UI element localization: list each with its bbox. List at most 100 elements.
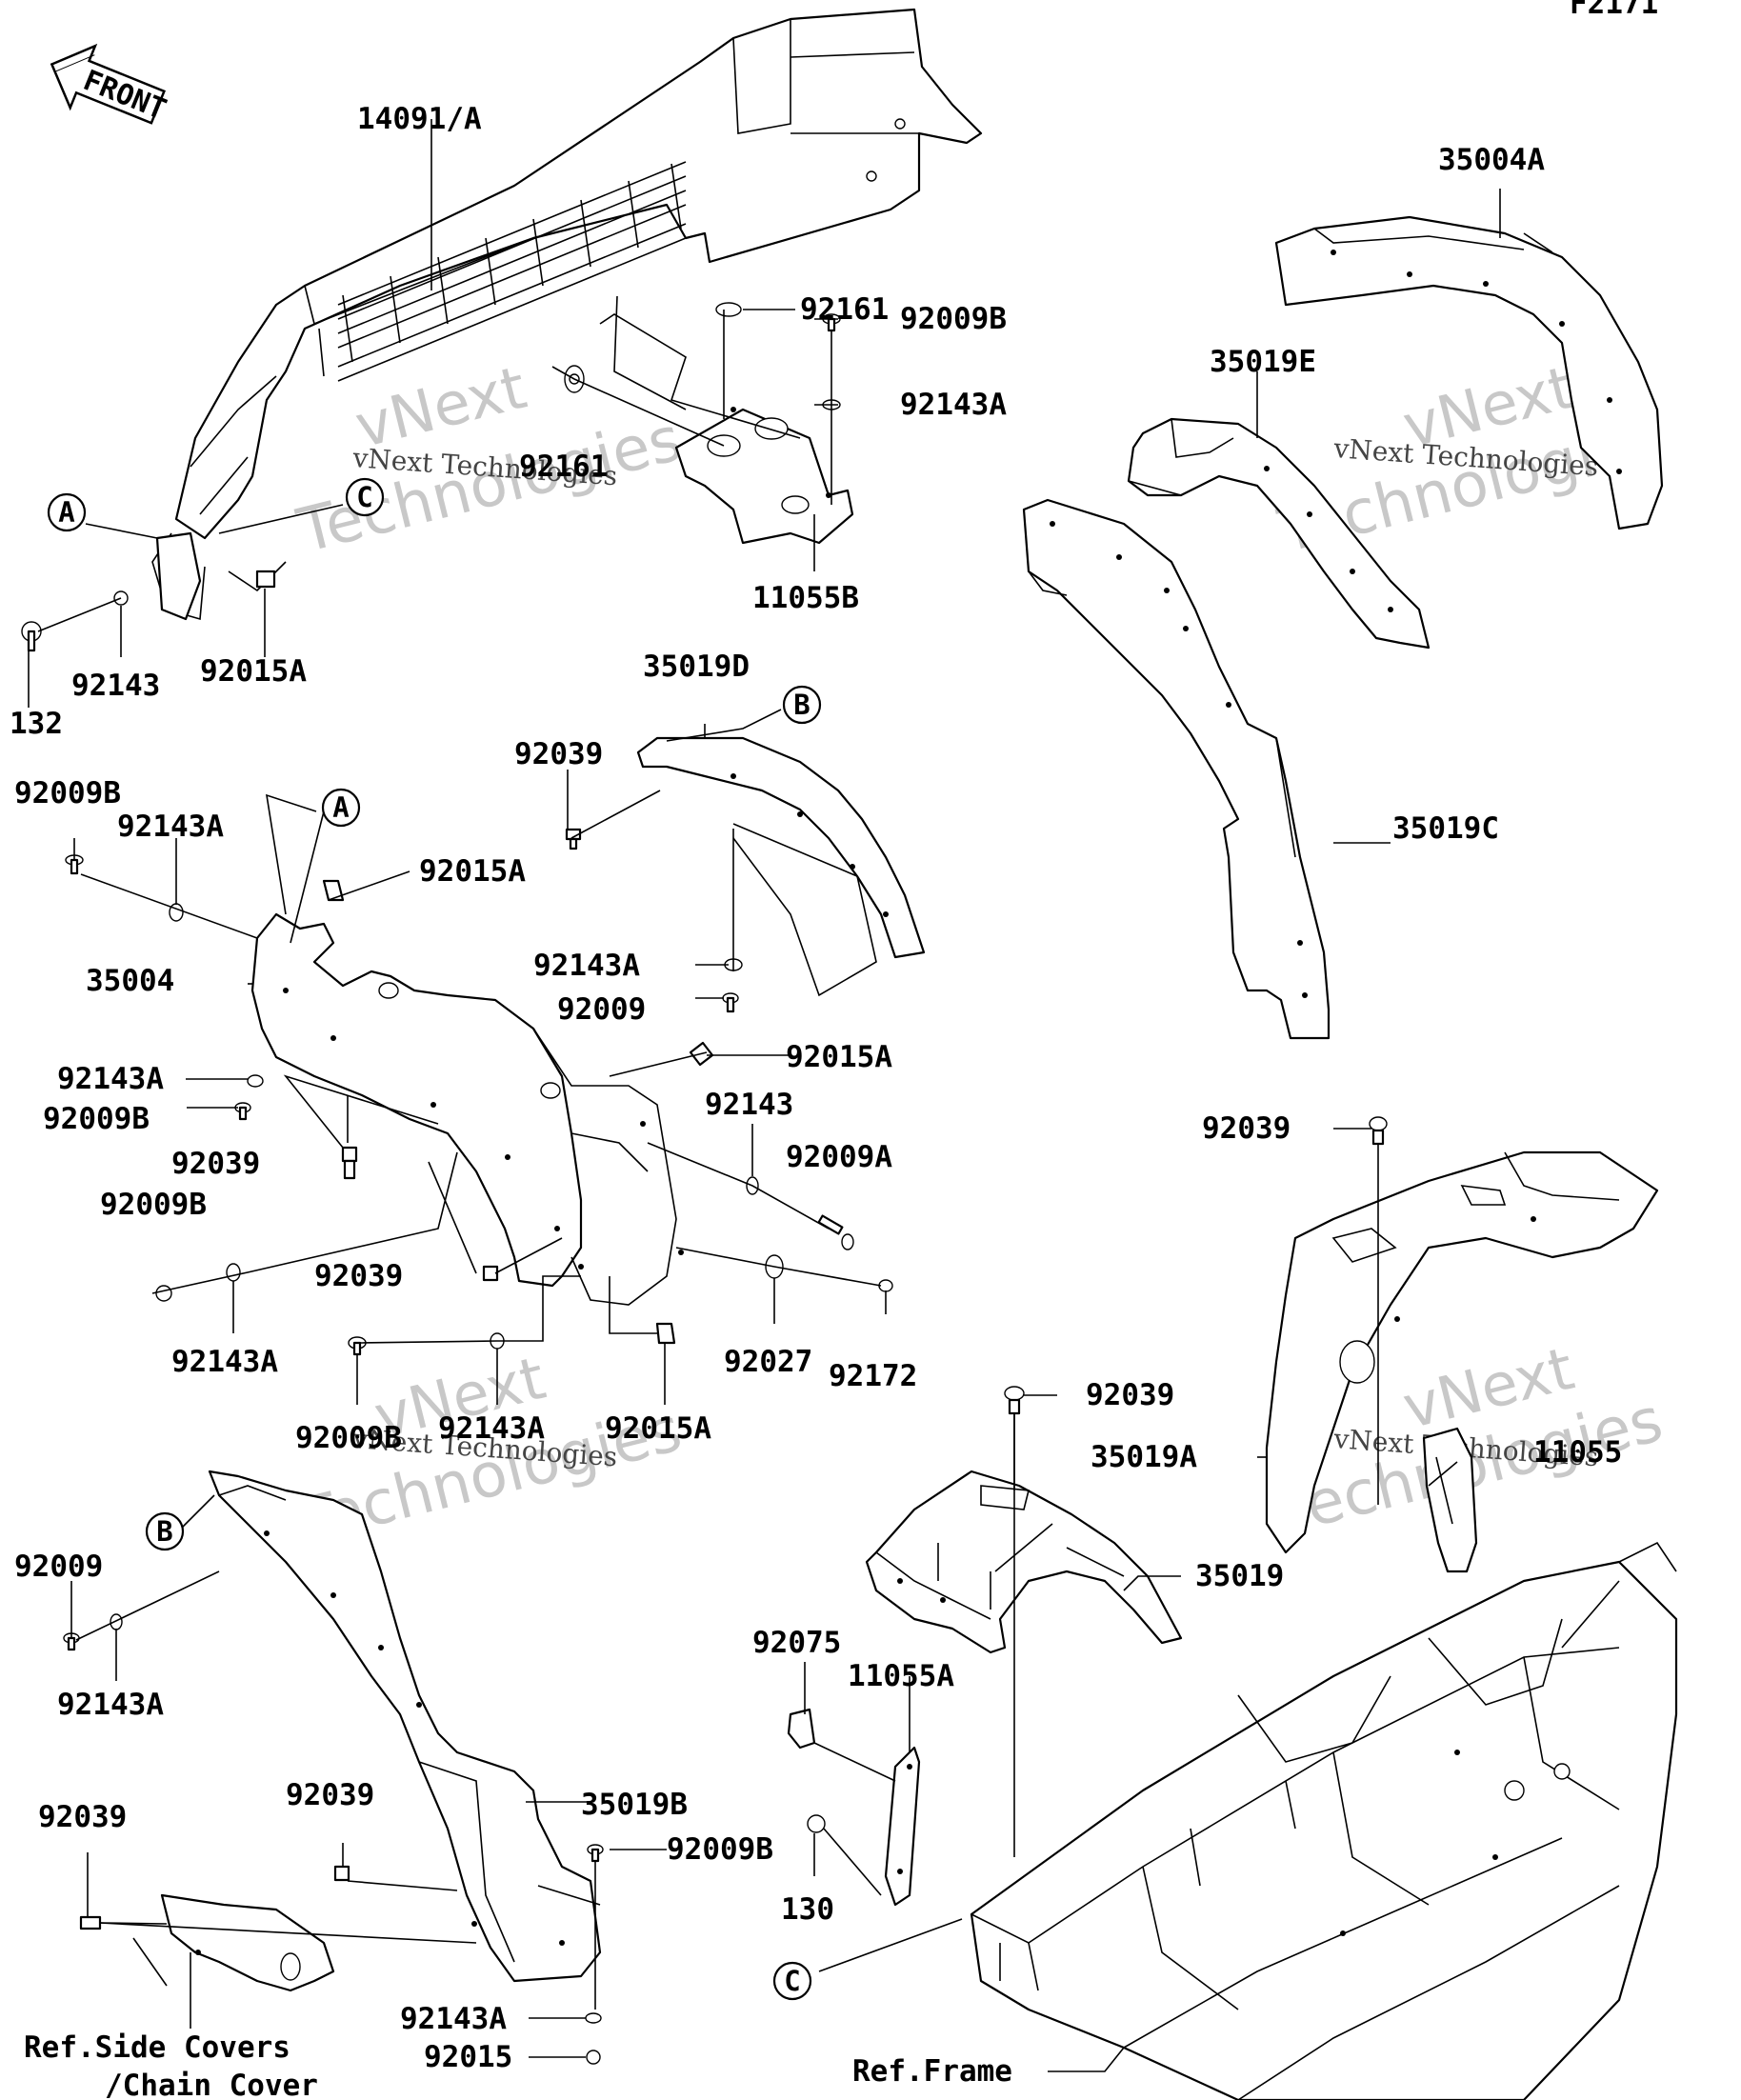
label-11055: 11055 [1533, 1435, 1622, 1470]
part-14091a-grille [151, 8, 983, 621]
part-92009b-screw-icon [155, 1285, 172, 1302]
part-35019c [1022, 498, 1331, 1040]
label-14091a: 14091/A [357, 102, 482, 136]
label-92161: 92161 [800, 292, 889, 327]
callout-c-top: C [345, 477, 385, 517]
ref-frame-label: Ref.Frame [852, 2054, 1012, 2089]
part-labels: 14091/A 92161 92161 92009B 92143A 11055B… [10, 102, 1622, 2074]
label-35004: 35004 [86, 964, 174, 998]
callout-c-label: C [784, 1965, 800, 1997]
part-92172-screw-icon [878, 1279, 893, 1292]
part-35019e [1127, 417, 1431, 650]
label-92143a: 92143A [117, 810, 224, 844]
part-130-bolt-icon [807, 1814, 826, 1833]
callout-b-mid: B [782, 685, 822, 725]
label-35004a: 35004A [1438, 143, 1545, 177]
label-92143a: 92143A [900, 388, 1007, 422]
part-92009b-screw-icon [234, 1102, 251, 1121]
label-92009b: 92009B [900, 302, 1007, 336]
label-35019a: 35019A [1091, 1440, 1197, 1474]
label-92039: 92039 [171, 1147, 260, 1181]
label-92027: 92027 [724, 1345, 812, 1379]
part-bracket-a [21, 531, 276, 652]
grille-slots [337, 161, 687, 382]
label-92009b: 92009B [295, 1421, 402, 1455]
part-92015-nut-icon [586, 2050, 601, 2065]
label-132: 132 [10, 707, 63, 741]
ref-frame [970, 1541, 1678, 2100]
callout-a-mid: A [321, 788, 361, 828]
part-92143a-washer-icon [247, 1074, 264, 1088]
label-92143a: 92143A [171, 1345, 278, 1379]
label-11055b: 11055B [752, 581, 859, 615]
callout-b-label: B [156, 1515, 172, 1548]
part-11055a-bracket [787, 1708, 921, 1907]
label-11055a: 11055A [848, 1659, 954, 1693]
label-92009b: 92009B [667, 1832, 773, 1867]
part-92039-clip-icon [565, 828, 582, 850]
label-92039: 92039 [514, 737, 603, 771]
front-arrow-icon: FRONT [50, 43, 170, 127]
front-label: FRONT [78, 64, 170, 127]
label-92009a: 92009A [786, 1140, 892, 1174]
part-35019a [1265, 1150, 1659, 1554]
part-35019 [865, 1116, 1388, 1654]
label-130: 130 [781, 1892, 834, 1927]
label-92172: 92172 [829, 1359, 917, 1393]
label-92039: 92039 [286, 1778, 374, 1812]
part-92039-clip-icon [482, 1265, 499, 1282]
label-92143: 92143 [71, 669, 160, 703]
part-92039-clip-icon [79, 1915, 102, 1930]
part-92161-washer-icon [715, 302, 742, 317]
label-92009: 92009 [557, 992, 646, 1027]
label-35019e: 35019E [1210, 345, 1316, 379]
part-92039-clip-icon [341, 1146, 358, 1180]
ref-side-covers-label: Ref.Side Covers [24, 2030, 290, 2065]
part-11055 [1422, 1427, 1478, 1573]
reference-labels: Ref.Side Covers /Chain Cover Ref.Frame [24, 2030, 1012, 2100]
label-92143a: 92143A [438, 1411, 545, 1446]
part-35019b [208, 1470, 602, 1983]
part-92009b-screw-icon [348, 1336, 367, 1356]
label-92009b: 92009B [14, 776, 121, 810]
label-92009b: 92009B [43, 1102, 150, 1136]
part-92143a-washer-icon [226, 1263, 241, 1282]
label-92009b: 92009B [100, 1188, 207, 1222]
diagram-code: F2171 [1570, 0, 1658, 21]
part-92143a-washer-icon [585, 2012, 602, 2024]
label-92015a: 92015A [419, 854, 526, 889]
label-92039: 92039 [1086, 1378, 1174, 1412]
callout-b-label: B [793, 689, 810, 721]
part-92075-damper-icon [787, 1708, 816, 1750]
part-35004a [1274, 215, 1664, 530]
part-92009a-screw-icon [817, 1214, 854, 1250]
label-92009: 92009 [14, 1550, 103, 1584]
part-11055b-bracket [674, 407, 854, 545]
callout-a-label: A [332, 791, 349, 824]
part-92039-clip-icon [1369, 1116, 1388, 1146]
part-92039-clip-icon [333, 1865, 350, 1882]
part-92015a-nut-icon [655, 1322, 676, 1345]
part-92009-screw-icon [722, 992, 739, 1013]
leader-lines [28, 119, 1501, 2072]
callout-c-label: C [356, 481, 372, 513]
label-35019b: 35019B [581, 1788, 688, 1822]
label-92015: 92015 [424, 2040, 512, 2074]
label-35019: 35019 [1195, 1559, 1284, 1593]
label-92143a: 92143A [57, 1688, 164, 1722]
label-92161-b: 92161 [519, 450, 608, 484]
label-92143a: 92143A [57, 1062, 164, 1096]
label-92039: 92039 [314, 1259, 403, 1293]
part-35019d [636, 736, 926, 997]
ref-chain-cover-label: /Chain Cover [105, 2069, 318, 2100]
part-92039-clip-icon [1004, 1386, 1025, 1415]
label-92015a: 92015A [786, 1040, 892, 1074]
label-92015a: 92015A [605, 1411, 711, 1446]
label-92039: 92039 [38, 1800, 127, 1834]
label-92075: 92075 [752, 1626, 841, 1660]
label-35019d: 35019D [643, 650, 750, 684]
part-35004 [250, 912, 684, 1306]
label-92015a: 92015A [200, 654, 307, 689]
callout-c-lower: C [772, 1961, 812, 2001]
